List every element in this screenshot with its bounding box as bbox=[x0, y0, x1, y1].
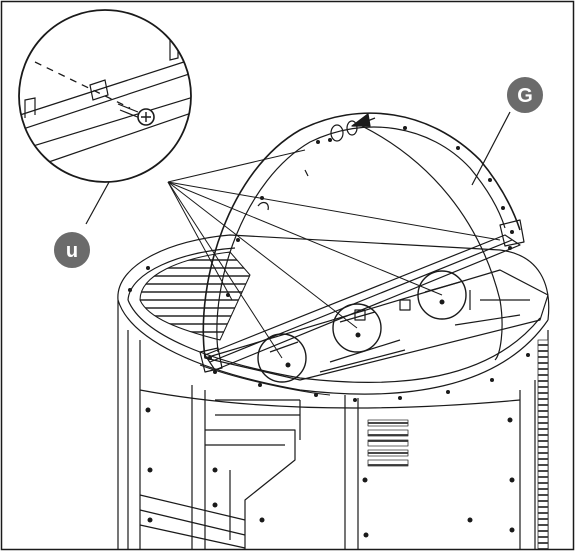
grille bbox=[139, 251, 251, 341]
phillips-cross-icon bbox=[141, 112, 151, 122]
callout-u-label: u bbox=[66, 240, 78, 262]
vent-slots bbox=[367, 339, 549, 549]
magnified-detail bbox=[18, 9, 192, 183]
leader-lines bbox=[167, 149, 501, 359]
callout-g-label: G bbox=[517, 85, 533, 107]
body-screws bbox=[145, 407, 515, 538]
screw-location-2 bbox=[332, 303, 382, 353]
callout-g: G bbox=[505, 75, 545, 115]
screw-location-1 bbox=[257, 333, 307, 383]
knob-holes bbox=[328, 120, 358, 142]
stove-body bbox=[117, 300, 549, 549]
direction-arrow bbox=[351, 113, 376, 127]
leader-g bbox=[471, 111, 511, 186]
callout-u: u bbox=[52, 230, 92, 270]
